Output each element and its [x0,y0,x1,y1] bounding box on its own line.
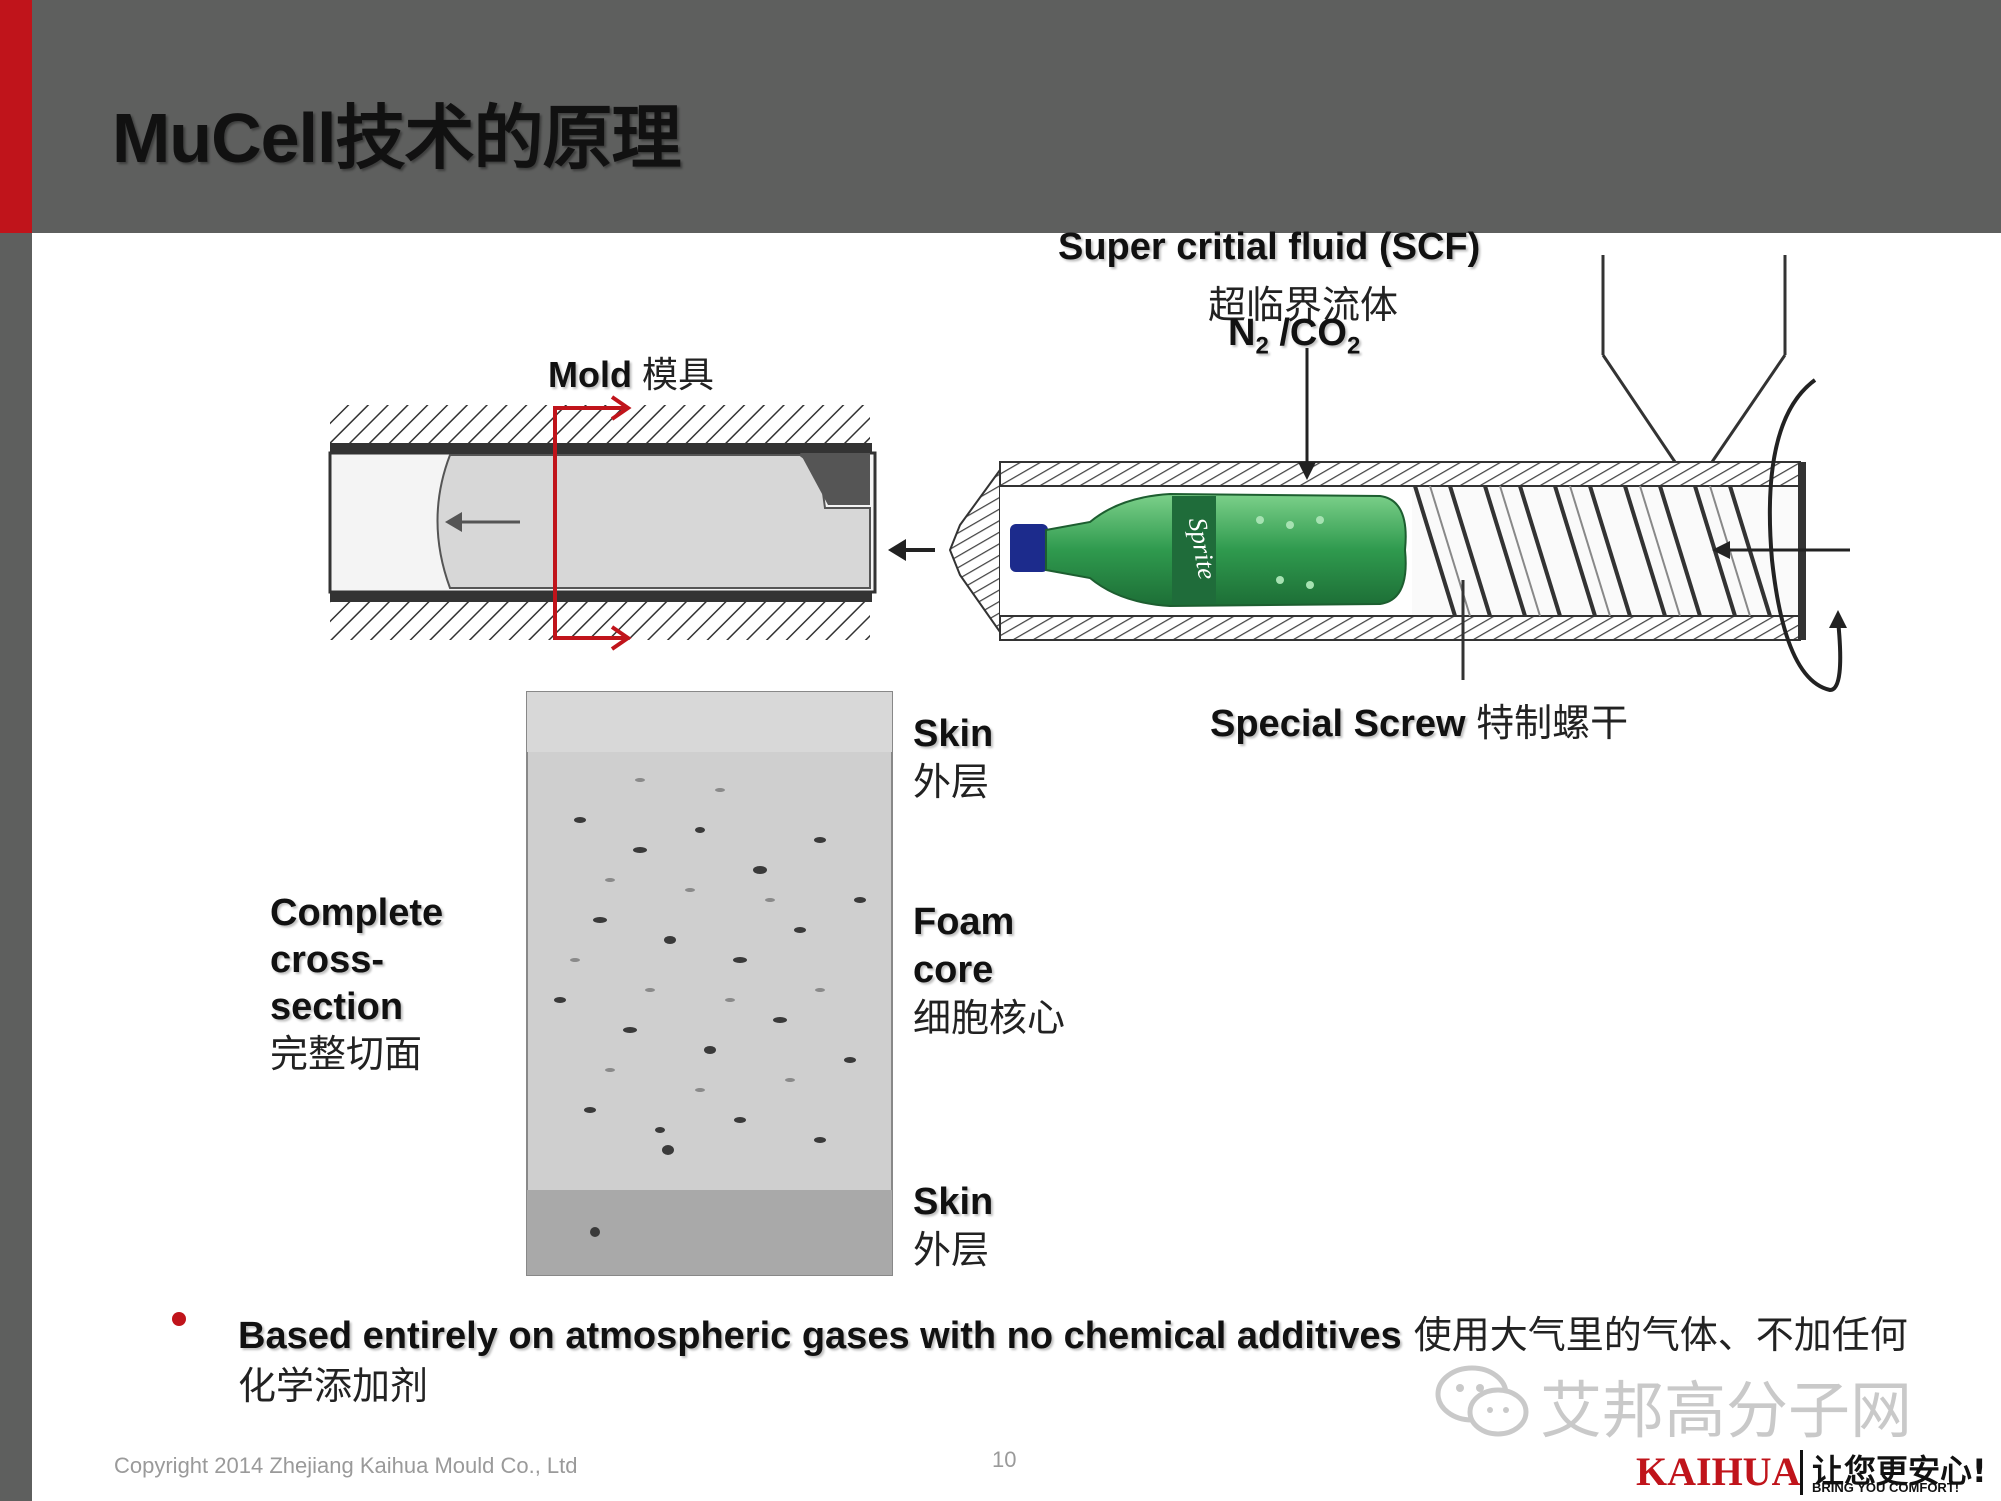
logo-divider [1800,1450,1803,1495]
bullet-dot [172,1312,186,1326]
complete-cn: 完整切面 [270,1032,423,1076]
mold [328,405,877,640]
gas-co-sub: 2 [1346,332,1361,360]
complete-cross-section-label: Complete cross- section 完整切面 [270,890,443,1078]
wechat-icon [1435,1365,1529,1437]
rotation-indicator [1712,378,1850,693]
page-number: 10 [992,1447,1017,1472]
scf-label: Super critial fluid (SCF) [1058,226,1481,268]
skin-top-label: Skin 外层 [913,710,993,806]
kaihua-logo: KAIHUA [1636,1449,1801,1494]
logo-slogan: 让您更安心! [1812,1452,1987,1490]
screw-label-cn: 特制螺干 [1476,701,1629,745]
side-bar [0,233,32,1501]
complete-line-2: cross- [270,939,385,981]
slide-title: MuCell技术的原理 [112,99,681,177]
complete-line-3: section [270,986,404,1028]
gas-n: N [1228,312,1256,354]
header-bar [0,0,2001,233]
skin-bottom-en: Skin [913,1181,994,1223]
complete-line-1: Complete [270,892,444,934]
foam-line-1: Foam [913,901,1015,943]
mold-label-cn: 模具 [642,355,715,396]
cross-section-micrograph [526,691,893,1276]
skin-bottom-cn: 外层 [913,1228,990,1272]
foam-cn: 细胞核心 [913,996,1066,1040]
flow-arrow [888,539,935,561]
screw-label: Special Screw 特制螺干 [1210,692,1628,747]
bullet-text-cn: 使用大气里的气体、不加任何化学添加剂 [238,1313,1908,1408]
mold-bracket-arrows [553,395,632,651]
foam-line-2: core [913,949,994,991]
scf-arrow [1298,348,1316,480]
watermark: 艾邦高分子网 [1540,1374,1913,1447]
copyright: Copyright 2014 Zhejiang Kaihua Mould Co.… [114,1453,578,1478]
gas-formula: N2 /CO2 [1228,312,1360,361]
gas-n-sub: 2 [1255,332,1269,360]
foam-core-label: Foam core 细胞核心 [913,898,1065,1042]
accent-bar [0,0,32,233]
bullet-text-en: Based entirely on atmospheric gases with… [238,1315,1402,1357]
logo-slogan-en: BRING YOU COMFORT! [1812,1480,1960,1495]
mold-label: Mold 模具 [548,346,714,398]
skin-bottom-label: Skin 外层 [913,1178,993,1274]
mold-label-en: Mold [548,354,632,395]
bottle-image: Sprite [1000,487,1412,615]
skin-top-cn: 外层 [913,760,990,804]
screw-label-en: Special Screw [1210,703,1466,745]
skin-top-en: Skin [913,713,994,755]
gas-co: /CO [1268,312,1347,354]
hopper [1601,255,1787,463]
scf-label-cn: 超临界流体 [1208,283,1399,327]
bullet-point: Based entirely on atmospheric gases with… [238,1310,1918,1412]
